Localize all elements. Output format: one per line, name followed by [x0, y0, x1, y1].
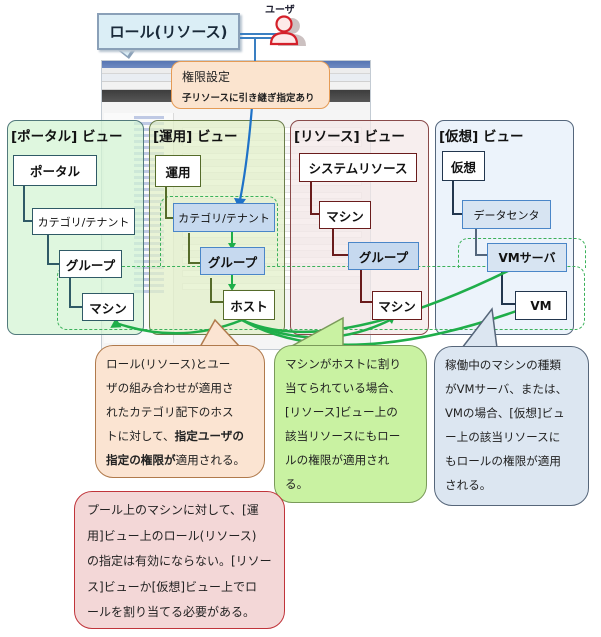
virtual-node-datacenter: データセンタ	[462, 200, 551, 229]
note-virtual-view: 稼働中のマシンの種類 がVMサーバ、または、 VMの場合、[仮想]ビュ ー上の該…	[434, 346, 589, 506]
virtual-pool-region	[458, 238, 586, 268]
portal-node-category: カテゴリ/テナント	[32, 208, 135, 235]
portal-view-title: [ポータル] ビュー	[11, 129, 123, 145]
ops-node-category: カテゴリ/テナント	[173, 203, 275, 232]
virtual-node-vm: VM	[515, 291, 567, 320]
permission-title: 権限設定	[182, 70, 231, 84]
role-user-link	[240, 33, 280, 35]
note-resource-view: マシンがホストに割り 当てられている場合、 [リソース]ビュー上の 該当リソース…	[274, 345, 427, 503]
role-down-link	[254, 37, 256, 63]
role-callout: ロール(リソース)	[97, 13, 240, 50]
ops-view-title: [運用] ビュー	[153, 129, 238, 145]
resource-view-title: [リソース] ビュー	[294, 129, 405, 145]
portal-node-group: グループ	[59, 250, 122, 278]
note-pool-warning: プール上のマシンに対して、[運 用]ビュー上のロール(リソース) の指定は有効に…	[74, 491, 285, 629]
ops-node-group: グループ	[200, 247, 265, 275]
permission-callout: 権限設定 子リソースに引き継ぎ指定あり	[171, 61, 330, 109]
ops-pool-region	[160, 196, 278, 266]
note-ops-inheritance: ロール(リソース)とユー ザの組み合わせが適用さ れたカテゴリ配下のホス トに対…	[95, 345, 265, 478]
ops-node-host: ホスト	[223, 290, 275, 320]
user-label: ユーザ	[265, 5, 295, 16]
resource-node-system: システムリソース	[299, 153, 417, 182]
resource-node-machine: マシン	[319, 201, 371, 229]
virtual-node-vm-server: VMサーバ	[487, 243, 567, 272]
permission-subtitle: 子リソースに引き継ぎ指定あり	[182, 93, 315, 104]
portal-node-machine: マシン	[82, 293, 134, 321]
resource-node-machine-pooled: マシン	[372, 291, 422, 320]
virtual-view-title: [仮想] ビュー	[439, 129, 524, 145]
portal-node-portal: ポータル	[13, 155, 97, 186]
virtual-node-virtual: 仮想	[442, 151, 485, 181]
resource-node-group: グループ	[348, 242, 419, 270]
ops-node-ops: 運用	[155, 155, 201, 187]
user-icon	[269, 15, 306, 46]
